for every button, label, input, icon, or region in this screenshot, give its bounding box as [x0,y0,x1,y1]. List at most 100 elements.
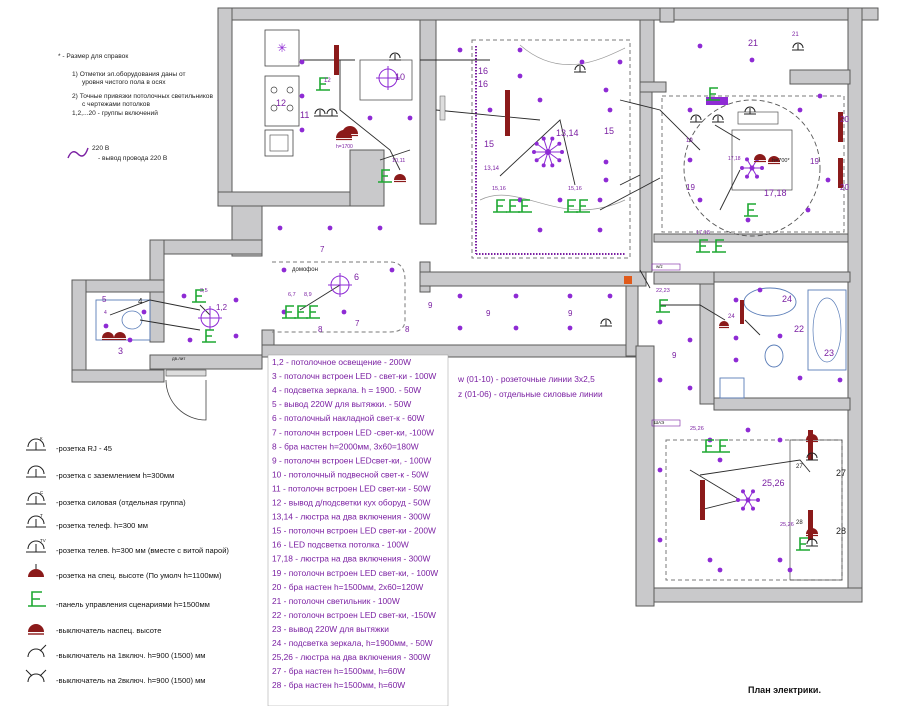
luminaire-dot [825,177,831,183]
luminaire-dot [277,225,283,231]
label-6: 6 [354,272,359,282]
luminaire-dot [777,333,783,339]
load-item: 5 - вывод 220W для вытяжки. - 50W [272,399,411,409]
scene-panel-icon [316,77,330,91]
wire-out-icon [67,147,89,159]
switch-icon [806,528,818,534]
load-item: 3 - потолочн встроен LED - свет-ки - 100… [272,371,436,381]
luminaire-dot [837,377,843,383]
luminaire-dot [513,293,519,299]
label-21: 21 [748,38,758,48]
socket-icon [600,318,612,327]
chandelier-living [532,136,564,168]
luminaire-dot [187,337,193,343]
luminaire-dot [657,319,663,325]
load-item: 10 - потолочный подвесной свет-к - 50W [272,469,429,479]
load-item: 11 - потолочн встроен LED свет-ки - 50W [272,483,431,493]
room-labels: 10 12 11 12 10,11 h=1700 13,14 15 16 16 … [102,32,849,536]
label-11: 11 [300,110,309,120]
label-4b: 4 [104,310,107,316]
luminaire-dot [657,537,663,543]
luminaire-dot [567,293,573,299]
luminaire-dot [597,197,603,203]
luminaire-dot [777,437,783,443]
label-2223: 22,23 [656,288,670,294]
load-item: 15 - потолочн встроен LED свет-ки - 200W [272,526,436,536]
luminaires [103,43,843,573]
luminaire-dot [341,309,347,315]
legend-socket-tag: С [40,490,44,495]
luminaire-dot [657,377,663,383]
label-35: 3,5 [200,288,208,294]
luminaire-dot [127,337,133,343]
luminaire-dot [517,197,523,203]
scene-panel-icon [716,439,730,453]
label-20b: 20 [840,183,849,192]
load-item: 16 - LED подсветка потолка - 100W [272,540,409,550]
note-1a: 1) Отметки эл.оборудования даны от [72,70,186,78]
luminaire-dot [797,375,803,381]
switch-icon [768,156,780,162]
luminaire-dot [817,93,823,99]
label-1718: 17,18 [764,188,787,198]
luminaire-dot [597,227,603,233]
living-ceiling-contour [471,39,631,259]
luminaire-dot [607,293,613,299]
luminaire-dot [141,309,147,315]
label-12-entry: 1,2 [216,303,228,312]
socket-icon [389,52,401,61]
label-19c: 19 [686,138,693,144]
luminaire-dot [617,59,623,65]
scene-panel-icon [696,239,710,253]
chandelier-bedroom [740,157,764,179]
label-19a: 19 [686,183,695,192]
legend-label: -розетка телеф. h=300 мм [56,521,148,530]
notes: * - Размер для справок 1) Отметки эл.обо… [58,53,213,162]
scene-panel-icon [202,329,216,343]
label-21b: 21 [792,32,799,38]
luminaire-dot [777,557,783,563]
luminaire-dot [697,43,703,49]
switch-icon [806,434,818,440]
note-2a: 2) Точные привязки потолочных светильник… [72,93,213,100]
legend-label: -выключатель на 2включ. h=900 (1500) мм [56,676,206,685]
legend-socket-tag: К [40,436,43,441]
scene-panel-icon [493,199,507,213]
switch-icon [719,321,729,326]
load-item: 25,26 - люстра на два включения - 300W [272,652,431,662]
load-item: 21 - потолочн светильник - 100W [272,596,400,606]
legend-label: -выключатель наспец. высоте [56,626,161,635]
legend-label: -розетка RJ - 45 [56,444,112,453]
luminaire-dot [717,457,723,463]
luminaire-dot [797,107,803,113]
switch-icon [754,154,766,160]
legend-scene-panel-icon [28,591,46,607]
luminaire-dot [103,323,109,329]
load-item: 8 - бра настен h=2000мм, 3х60=180W [272,441,419,451]
label-1718b: 17,18 [696,230,710,236]
plan-title: План электрики. [748,685,821,695]
symbol-legend: К-розетка RJ - 45-розетка с заземлением … [25,436,229,685]
load-item: 12 - вывод д/подсветки кух оборуд - 50W [272,498,430,508]
label-1516b: 15,16 [568,186,582,192]
label-7a: 7 [320,245,325,254]
scene-panel-icon [656,299,670,313]
scene-panel-icon [712,239,726,253]
switch-icon [102,332,114,338]
label-24: 24 [782,294,792,304]
label-1314b: 13,14 [484,166,500,172]
hall-ceiling-contour [272,261,406,333]
label-4: 4 [138,297,143,306]
luminaire-dot [787,567,793,573]
label-89: 8,9 [304,292,312,298]
switch-icon [114,332,126,338]
label-19b: 19 [810,157,819,166]
note-1b: уровня чистого пола в осях [82,79,166,86]
luminaire-dot [733,297,739,303]
luminaire-dot [757,287,763,293]
legend-label: -розетка телев. h=300 мм (вместе с витой… [56,546,229,555]
luminaire-dot [367,115,373,121]
load-item: 7 - потолочн встроен LED -свет-ки, -100W [272,427,434,437]
luminaire-dot [457,47,463,53]
